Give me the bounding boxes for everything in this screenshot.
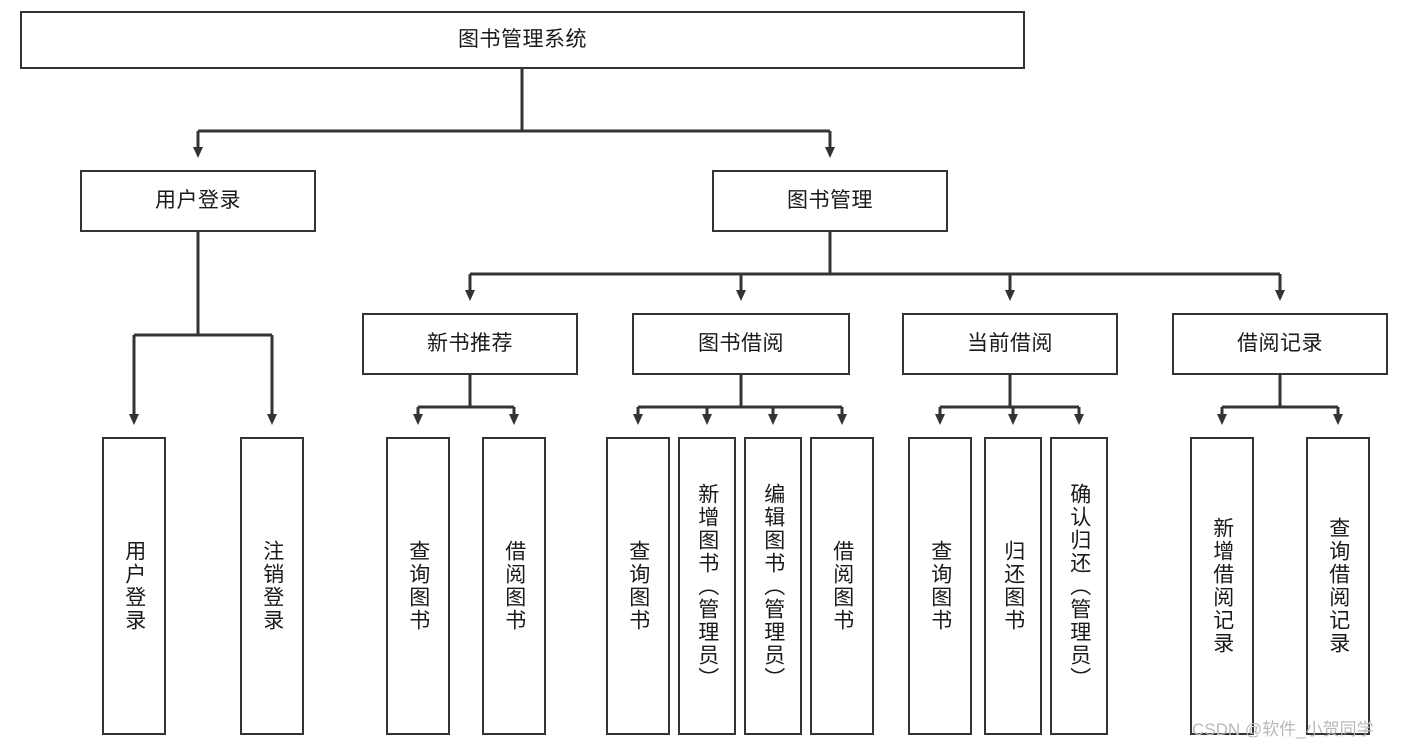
node-leaf-query-book-3-label: 查询图书 bbox=[928, 540, 952, 632]
node-leaf-user-login-label: 用户登录 bbox=[122, 540, 146, 632]
node-user-login-label: 用户登录 bbox=[155, 188, 241, 212]
node-leaf-edit-book-label: 编辑图书（管理员） bbox=[761, 482, 785, 690]
node-new-book-recommend-label: 新书推荐 bbox=[427, 331, 513, 355]
node-leaf-query-book-2-label: 查询图书 bbox=[626, 540, 650, 632]
node-leaf-user-logout[interactable]: 注销登录 bbox=[240, 437, 304, 735]
node-root[interactable]: 图书管理系统 bbox=[20, 11, 1025, 69]
node-leaf-add-record[interactable]: 新增借阅记录 bbox=[1190, 437, 1254, 735]
node-leaf-confirm-return-label: 确认归还（管理员） bbox=[1067, 482, 1091, 690]
node-leaf-add-book-label: 新增图书（管理员） bbox=[695, 482, 719, 690]
node-borrow-record-label: 借阅记录 bbox=[1237, 331, 1323, 355]
node-leaf-user-logout-label: 注销登录 bbox=[260, 540, 284, 632]
node-leaf-query-book-1[interactable]: 查询图书 bbox=[386, 437, 450, 735]
node-book-manage-label: 图书管理 bbox=[787, 188, 873, 212]
node-borrow-record[interactable]: 借阅记录 bbox=[1172, 313, 1388, 375]
node-leaf-user-login[interactable]: 用户登录 bbox=[102, 437, 166, 735]
node-leaf-query-record-label: 查询借阅记录 bbox=[1326, 517, 1350, 655]
node-root-label: 图书管理系统 bbox=[458, 27, 587, 51]
node-leaf-add-record-label: 新增借阅记录 bbox=[1210, 517, 1234, 655]
node-leaf-confirm-return[interactable]: 确认归还（管理员） bbox=[1050, 437, 1108, 735]
node-leaf-borrow-book-1[interactable]: 借阅图书 bbox=[482, 437, 546, 735]
node-leaf-edit-book[interactable]: 编辑图书（管理员） bbox=[744, 437, 802, 735]
node-leaf-query-book-2[interactable]: 查询图书 bbox=[606, 437, 670, 735]
node-leaf-query-book-3[interactable]: 查询图书 bbox=[908, 437, 972, 735]
csdn-watermark: CSDN @软件_小贺同学 bbox=[1192, 720, 1374, 739]
node-leaf-add-book[interactable]: 新增图书（管理员） bbox=[678, 437, 736, 735]
node-new-book-recommend[interactable]: 新书推荐 bbox=[362, 313, 578, 375]
node-leaf-return-book[interactable]: 归还图书 bbox=[984, 437, 1042, 735]
node-leaf-query-book-1-label: 查询图书 bbox=[406, 540, 430, 632]
node-current-borrow[interactable]: 当前借阅 bbox=[902, 313, 1118, 375]
node-book-borrow[interactable]: 图书借阅 bbox=[632, 313, 850, 375]
node-leaf-borrow-book-1-label: 借阅图书 bbox=[502, 540, 526, 632]
node-leaf-borrow-book-2-label: 借阅图书 bbox=[830, 540, 854, 632]
node-book-borrow-label: 图书借阅 bbox=[698, 331, 784, 355]
node-current-borrow-label: 当前借阅 bbox=[967, 331, 1053, 355]
node-leaf-borrow-book-2[interactable]: 借阅图书 bbox=[810, 437, 874, 735]
node-user-login[interactable]: 用户登录 bbox=[80, 170, 316, 232]
node-book-manage[interactable]: 图书管理 bbox=[712, 170, 948, 232]
node-leaf-query-record[interactable]: 查询借阅记录 bbox=[1306, 437, 1370, 735]
node-leaf-return-book-label: 归还图书 bbox=[1001, 540, 1025, 632]
